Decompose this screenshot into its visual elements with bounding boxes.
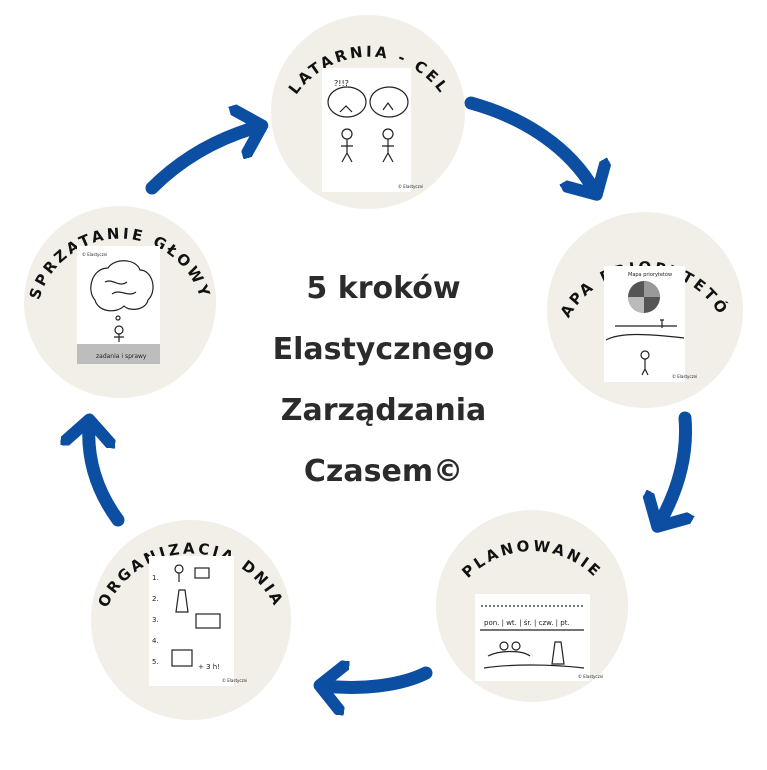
- step-5-illustration: © Elastyczni zadania i sprawy: [77, 246, 160, 364]
- svg-text:© Elastyczni: © Elastyczni: [672, 374, 697, 379]
- svg-text:+ 3 h!: + 3 h!: [198, 663, 220, 671]
- svg-text:© Elastyczni: © Elastyczni: [82, 252, 107, 257]
- step-1-illustration: ?!!? © Elastyczni: [322, 68, 423, 192]
- center-title: 5 kroków Elastycznego Zarządzania Czasem…: [200, 258, 567, 502]
- step-1-node: LATARNIA - CEL ?!!? © Elastyczni: [271, 15, 465, 209]
- arrow-4-to-5: [89, 425, 125, 527]
- title-line-1: 5 kroków: [306, 271, 461, 306]
- arrow-5-to-1: [145, 127, 257, 195]
- arrow-2-to-3: [660, 411, 686, 522]
- svg-text:pon. | wt. | śr. | czw. | pt.: pon. | wt. | śr. | czw. | pt.: [484, 619, 570, 627]
- svg-text:1.: 1.: [152, 574, 159, 582]
- arrow-3-to-4: [325, 673, 433, 687]
- step-3-illustration: pon. | wt. | śr. | czw. | pt. © Elastycz…: [475, 594, 603, 681]
- svg-text:Mapa priorytetów: Mapa priorytetów: [628, 271, 672, 278]
- step-3-node: PLANOWANIE pon. | wt. | śr. | czw. | pt.…: [436, 510, 628, 702]
- title-line-4: Czasem©: [303, 454, 464, 489]
- svg-text:© Elastyczni: © Elastyczni: [222, 678, 247, 683]
- step-2-illustration: Mapa priorytetów © Elastyczni: [604, 266, 697, 382]
- title-line-2: Elastycznego: [272, 332, 495, 367]
- step-4-node: ORGANIZACJA DNIA 1. 2. 3. 4. 5. + 3 h! ©…: [91, 520, 291, 720]
- arrow-1-to-2: [464, 96, 594, 190]
- svg-text:zadania i sprawy: zadania i sprawy: [96, 353, 147, 360]
- step-4-illustration: 1. 2. 3. 4. 5. + 3 h! © Elastyczni: [149, 556, 247, 686]
- arrows: [89, 96, 686, 687]
- svg-text:© Elastyczni: © Elastyczni: [398, 184, 423, 189]
- svg-text:2.: 2.: [152, 595, 159, 603]
- svg-text:?!!?: ?!!?: [334, 79, 349, 88]
- svg-text:5.: 5.: [152, 658, 159, 666]
- svg-text:3.: 3.: [152, 616, 159, 624]
- svg-text:© Elastyczni: © Elastyczni: [578, 674, 603, 679]
- title-line-3: Zarządzania: [280, 393, 487, 428]
- step-5-node: SPRZĄTANIE GŁOWY © Elastyczni zadania i …: [24, 206, 216, 398]
- svg-text:4.: 4.: [152, 637, 159, 645]
